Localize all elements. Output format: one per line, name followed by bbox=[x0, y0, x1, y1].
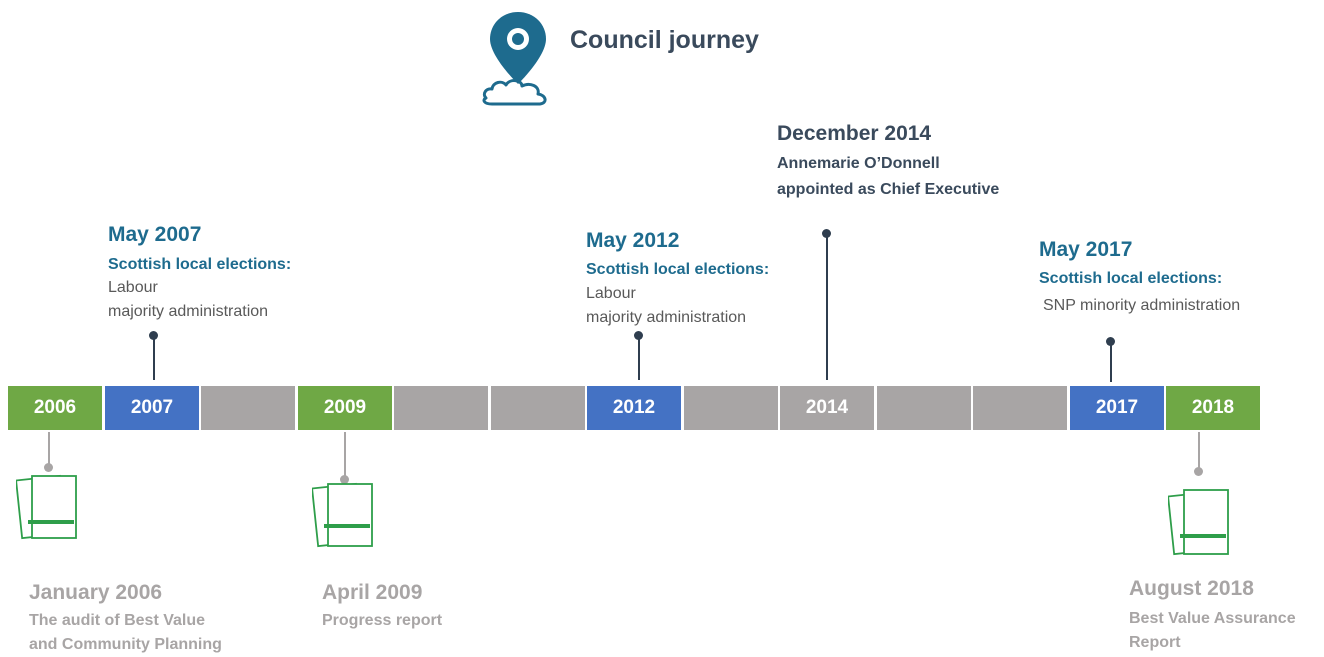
timeline-year-2007: 2007 bbox=[105, 386, 199, 430]
page-title: Council journey bbox=[570, 26, 759, 54]
connector-dot-2018 bbox=[1194, 467, 1203, 476]
event-line2-dec-2014: appointed as Chief Executive bbox=[777, 181, 1000, 198]
timeline-segment bbox=[491, 386, 585, 430]
connector-2014 bbox=[826, 234, 828, 380]
event-subtitle-may-2012: Scottish local elections: bbox=[586, 261, 770, 278]
event-line1-apr-2009: Progress report bbox=[322, 612, 443, 629]
timeline-year-label: 2017 bbox=[1095, 397, 1139, 418]
event-line1-may-2007: Labour bbox=[108, 279, 158, 296]
event-line2-may-2007: majority administration bbox=[108, 303, 269, 320]
connector-dot-2009 bbox=[340, 475, 349, 484]
event-line1-dec-2014: Annemarie O’Donnell bbox=[777, 155, 940, 172]
timeline-segment bbox=[973, 386, 1067, 430]
connector-dot-2007 bbox=[149, 331, 158, 340]
timeline-segment bbox=[684, 386, 778, 430]
event-line2-may-2012: majority administration bbox=[586, 309, 747, 326]
connector-2012 bbox=[638, 336, 640, 380]
event-line1-aug-2018: Best Value Assurance bbox=[1129, 610, 1296, 627]
timeline-year-label: 2014 bbox=[805, 397, 849, 418]
connector-2018 bbox=[1198, 432, 1200, 470]
map-pin-icon bbox=[482, 12, 547, 106]
report-document-icon bbox=[1168, 489, 1229, 556]
timeline-year-label: 2006 bbox=[33, 397, 77, 418]
timeline-year-2006: 2006 bbox=[8, 386, 102, 430]
report-document-icon bbox=[16, 474, 77, 540]
event-date-apr-2009: April 2009 bbox=[322, 581, 423, 604]
report-document-icon bbox=[312, 482, 373, 548]
event-line2-aug-2018: Report bbox=[1129, 634, 1181, 651]
connector-dot-2014 bbox=[822, 229, 831, 238]
connector-2009 bbox=[344, 432, 346, 478]
timeline-year-2012: 2012 bbox=[587, 386, 681, 430]
event-line1-may-2012: Labour bbox=[586, 285, 636, 302]
timeline-year-label: 2009 bbox=[323, 397, 367, 418]
timeline-year-2017: 2017 bbox=[1070, 386, 1164, 430]
timeline-segment bbox=[394, 386, 488, 430]
connector-2007 bbox=[153, 336, 155, 380]
event-subtitle-may-2007: Scottish local elections: bbox=[108, 256, 292, 273]
event-line1-may-2017: SNP minority administration bbox=[1043, 297, 1241, 314]
event-line2-jan-2006: and Community Planning bbox=[29, 636, 222, 653]
timeline-year-2018: 2018 bbox=[1166, 386, 1260, 430]
event-date-jan-2006: January 2006 bbox=[29, 581, 163, 604]
event-date-may-2007: May 2007 bbox=[108, 223, 202, 246]
timeline-year-label: 2012 bbox=[612, 397, 656, 418]
timeline-segment bbox=[201, 386, 295, 430]
timeline-year-label: 2007 bbox=[130, 397, 174, 418]
timeline-segment bbox=[877, 386, 971, 430]
event-line1-jan-2006: The audit of Best Value bbox=[29, 612, 206, 629]
event-date-dec-2014: December 2014 bbox=[777, 122, 932, 145]
connector-dot-2017 bbox=[1106, 337, 1115, 346]
connector-2017 bbox=[1110, 342, 1112, 382]
connector-dot-2012 bbox=[634, 331, 643, 340]
timeline-year-label: 2018 bbox=[1191, 397, 1235, 418]
connector-dot-2006 bbox=[44, 463, 53, 472]
event-date-may-2012: May 2012 bbox=[586, 229, 680, 252]
timeline-year-2014: 2014 bbox=[780, 386, 874, 430]
event-subtitle-may-2017: Scottish local elections: bbox=[1039, 270, 1223, 287]
timeline-year-2009: 2009 bbox=[298, 386, 392, 430]
event-date-may-2017: May 2017 bbox=[1039, 238, 1133, 261]
event-date-aug-2018: August 2018 bbox=[1129, 577, 1254, 600]
connector-2006 bbox=[48, 432, 50, 466]
